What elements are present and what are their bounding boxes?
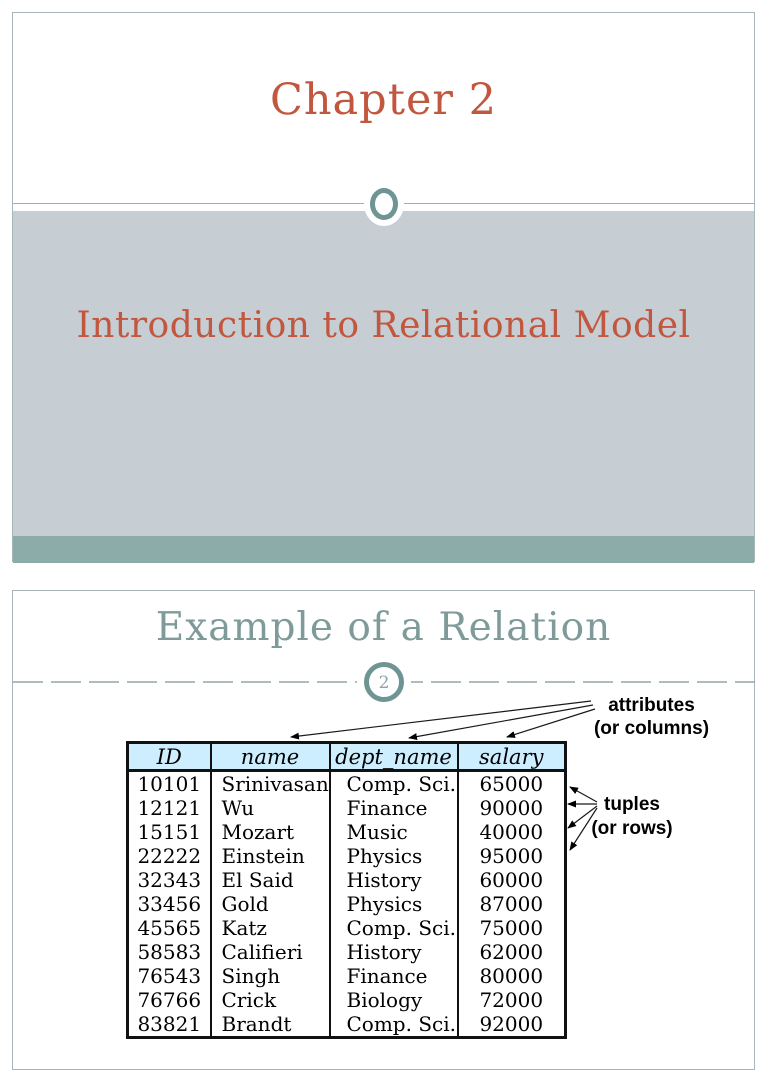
slide-1: Chapter 2 Introduction to Relational Mod…: [12, 12, 755, 563]
table-cell: 33456: [137, 892, 202, 916]
table-cell: Biology: [328, 988, 458, 1012]
table-cell: 95000: [456, 844, 566, 868]
tuples-label-line1: tuples: [604, 794, 660, 815]
table-cell: 45565: [137, 916, 202, 940]
table-cell: Brandt: [209, 1012, 330, 1038]
table-cell: 40000: [456, 820, 566, 844]
table-cell: 60000: [456, 868, 566, 892]
table-cell: Physics: [328, 892, 458, 916]
table-cell: Comp. Sci.: [328, 1012, 458, 1038]
table-cell: Comp. Sci.: [328, 770, 458, 796]
table-cell: Music: [328, 820, 458, 844]
table-cell: Mozart: [209, 820, 330, 844]
column-header-dept-name: dept_name: [328, 742, 458, 772]
relation-table: ID name dept_name salary 10101 Srinivasan…: [126, 741, 567, 1039]
relation-header-row: ID name dept_name salary: [127, 742, 566, 772]
slide1-subtitle: Introduction to Relational Model: [76, 305, 691, 346]
circle-ornament-icon: [369, 188, 398, 220]
slide-2: Example of a Relation 2: [12, 590, 755, 1070]
table-cell: Comp. Sci.: [328, 916, 458, 940]
table-cell: Katz: [209, 916, 330, 940]
table-cell: Wu: [209, 796, 330, 820]
table-cell: Einstein: [209, 844, 330, 868]
table-cell: Srinivasan: [209, 770, 330, 796]
page-number: 2: [379, 673, 390, 693]
table-cell: 76766: [137, 988, 202, 1012]
table-cell: 80000: [456, 964, 566, 988]
table-cell: Finance: [328, 796, 458, 820]
attributes-arrows: [290, 700, 596, 741]
table-cell: Gold: [209, 892, 330, 916]
table-cell: 92000: [456, 1012, 566, 1038]
table-cell: History: [328, 868, 458, 892]
column-header-id: ID: [127, 742, 211, 772]
tuples-label-line2: (or rows): [591, 818, 673, 839]
table-cell: 15151: [137, 820, 202, 844]
table-cell: 10101: [137, 772, 202, 796]
table-cell: 72000: [456, 988, 566, 1012]
table-cell: Finance: [328, 964, 458, 988]
slide2-title: Example of a Relation: [155, 605, 612, 650]
table-cell: 83821: [137, 1012, 202, 1036]
column-header-salary: salary: [456, 742, 566, 772]
table-cell: 75000: [456, 916, 566, 940]
table-cell: 32343: [137, 868, 202, 892]
page-number-circle: 2: [357, 655, 411, 709]
attributes-label-line1: attributes: [608, 695, 695, 716]
table-cell: History: [328, 940, 458, 964]
table-cell: 12121: [137, 796, 202, 820]
table-cell: 22222: [137, 844, 202, 868]
table-cell: 62000: [456, 940, 566, 964]
table-cell: Califieri: [209, 940, 330, 964]
slide1-footer-strip: [13, 536, 754, 563]
table-cell: Singh: [209, 964, 330, 988]
tuples-annotation: tuples (or rows): [571, 793, 693, 841]
slide1-title: Chapter 2: [269, 75, 498, 125]
table-cell: Crick: [209, 988, 330, 1012]
table-cell: Physics: [328, 844, 458, 868]
column-header-name: name: [209, 742, 330, 772]
table-cell: 76543: [137, 964, 202, 988]
table-cell: 65000: [456, 770, 566, 796]
table-cell: El Said: [209, 868, 330, 892]
attributes-annotation: attributes (or columns): [569, 694, 734, 740]
slide1-subtitle-panel: Introduction to Relational Model: [13, 211, 754, 536]
table-cell: 58583: [137, 940, 202, 964]
attributes-label-line2: (or columns): [593, 718, 710, 739]
table-cell: 87000: [456, 892, 566, 916]
table-cell: 90000: [456, 796, 566, 820]
